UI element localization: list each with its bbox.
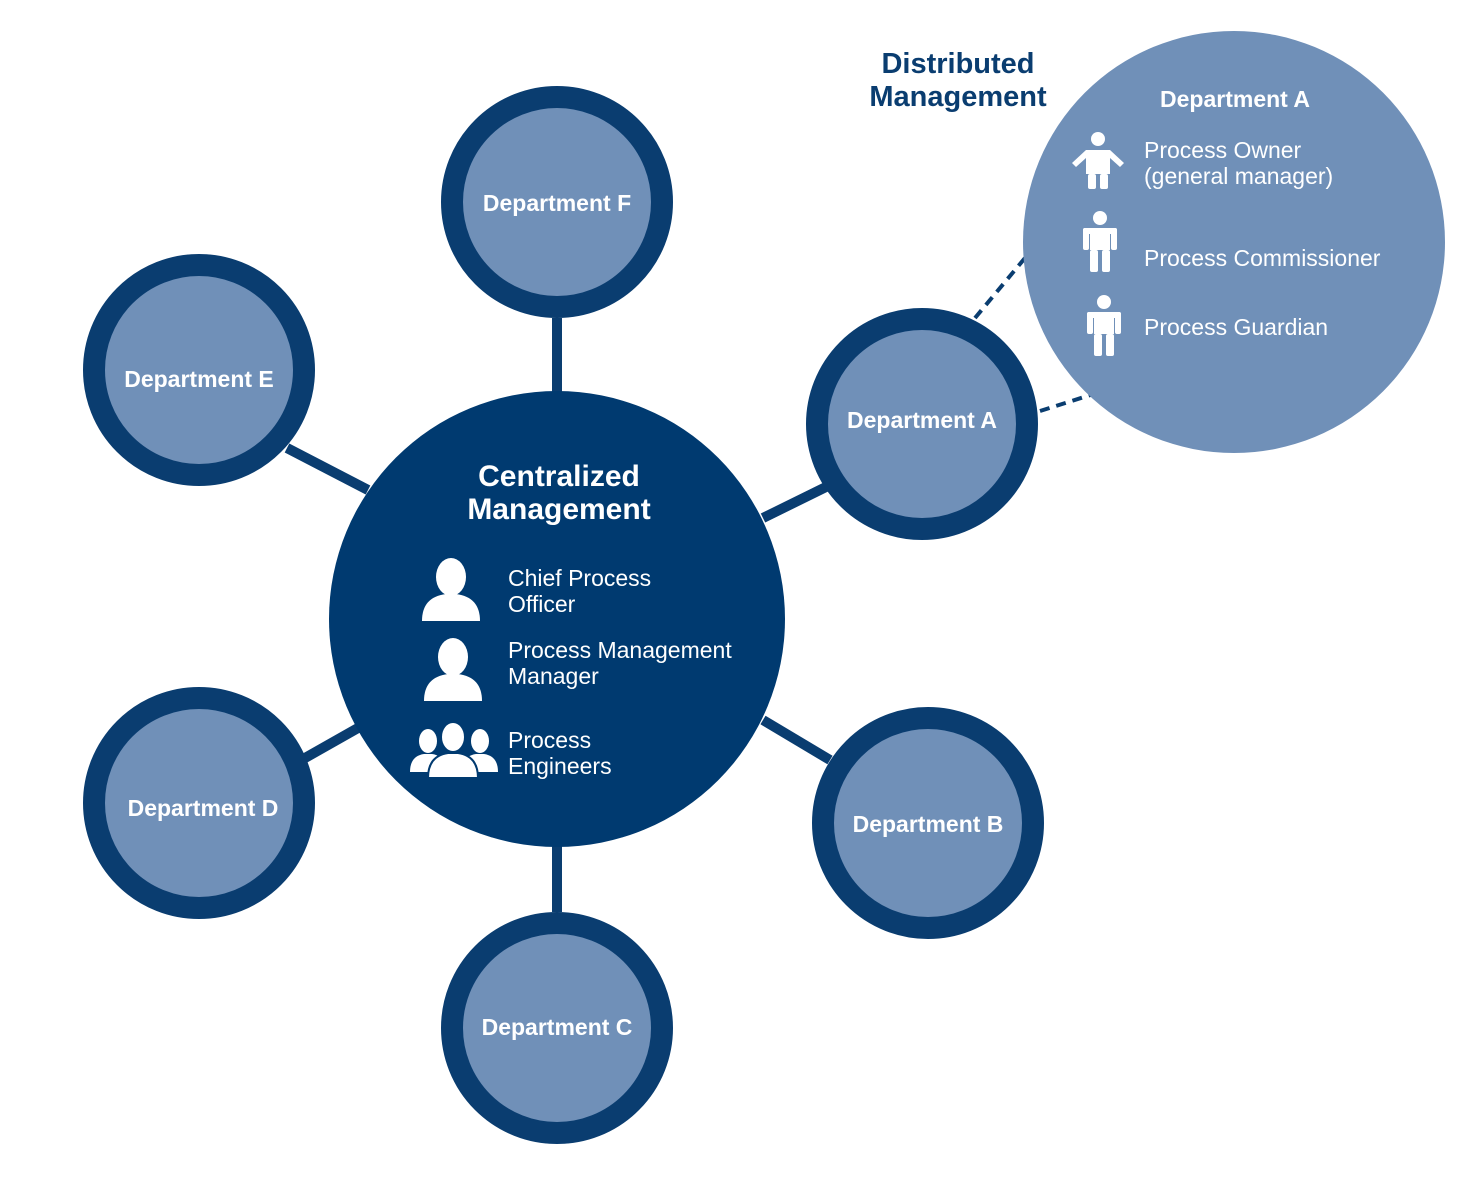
distributed-role-1-line1: Process Owner [1144, 137, 1302, 163]
centralized-title-line1: Centralized [478, 460, 640, 493]
connector-d [302, 723, 361, 763]
department-node-a: Department A [806, 308, 1038, 540]
dashed-line-upper [973, 256, 1027, 320]
connector-b [760, 715, 833, 765]
distributed-department-label: Department A [1160, 86, 1310, 112]
person-standing-icon [1087, 295, 1121, 356]
connector-e [284, 443, 371, 495]
department-label-d: Department D [128, 795, 279, 821]
department-node-e: Department E [83, 254, 315, 486]
user-group-icon [410, 721, 498, 779]
central-role-2-line2: Manager [508, 663, 599, 689]
connector-a [760, 481, 831, 523]
person-arms-icon [1072, 132, 1124, 189]
central-role-1-line1: Chief Process [508, 565, 651, 591]
distributed-role-3-line1: Process Guardian [1144, 314, 1328, 340]
distributed-title-line1: Distributed [881, 48, 1034, 80]
department-label-c: Department C [482, 1014, 633, 1040]
distributed-title-line2: Management [869, 81, 1047, 113]
department-label-e: Department E [124, 366, 274, 392]
central-role-3-line2: Engineers [508, 753, 612, 779]
department-label-f: Department F [483, 190, 631, 216]
department-label-b: Department B [853, 811, 1004, 837]
central-role-2-line1: Process Management [508, 637, 732, 663]
department-node-f: Department F [441, 86, 673, 318]
central-role-3-line1: Process [508, 727, 591, 753]
person-standing-icon [1083, 211, 1117, 272]
user-bust-icon [422, 558, 480, 621]
department-node-c: Department C [441, 912, 673, 1144]
department-node-d: Department D [83, 687, 315, 919]
central-role-1-line2: Officer [508, 591, 576, 617]
distributed-role-2-line1: Process Commissioner [1144, 245, 1381, 271]
user-bust-icon [424, 638, 482, 701]
centralized-title-line2: Management [467, 493, 650, 526]
department-node-b: Department B [812, 707, 1044, 939]
connectors [284, 318, 833, 912]
distributed-role-1-line2: (general manager) [1144, 163, 1333, 189]
distributed-circle [1023, 31, 1445, 453]
department-label-a: Department A [847, 407, 997, 433]
